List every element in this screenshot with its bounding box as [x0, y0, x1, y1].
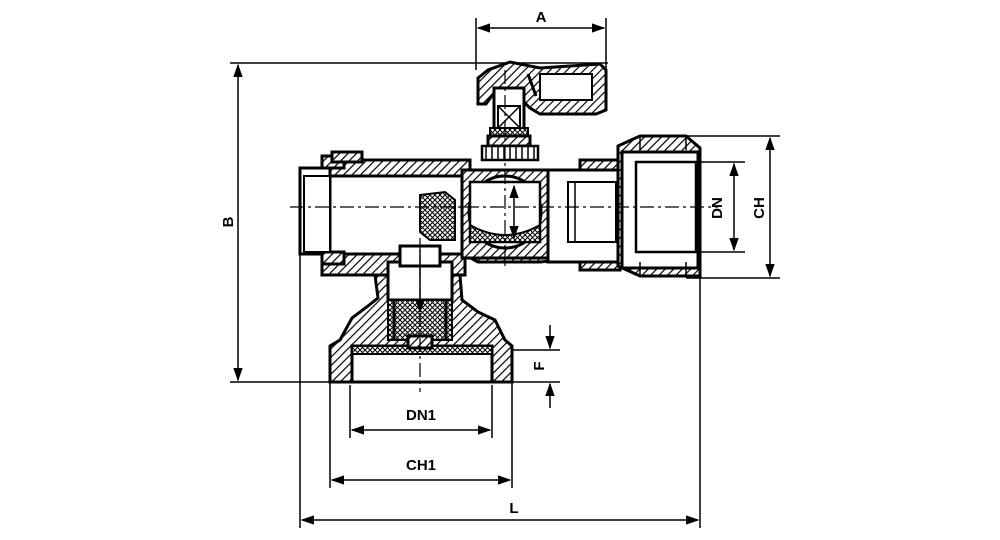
label-l: L — [509, 500, 518, 517]
dimension-labels: A B DN CH F DN1 CH1 L — [220, 9, 768, 517]
label-dn1: DN1 — [406, 407, 436, 424]
lever-inner-slot — [539, 73, 593, 101]
extension-lines — [230, 18, 780, 528]
label-f: F — [531, 361, 548, 370]
label-a: A — [536, 9, 547, 26]
label-b: B — [220, 216, 237, 227]
label-ch1: CH1 — [406, 457, 436, 474]
label-dn: DN — [709, 197, 726, 219]
dimension-lines — [233, 23, 775, 525]
center-lines — [290, 70, 718, 392]
label-ch: CH — [751, 197, 768, 219]
filter-mesh — [419, 190, 456, 241]
valve-body — [298, 60, 702, 384]
